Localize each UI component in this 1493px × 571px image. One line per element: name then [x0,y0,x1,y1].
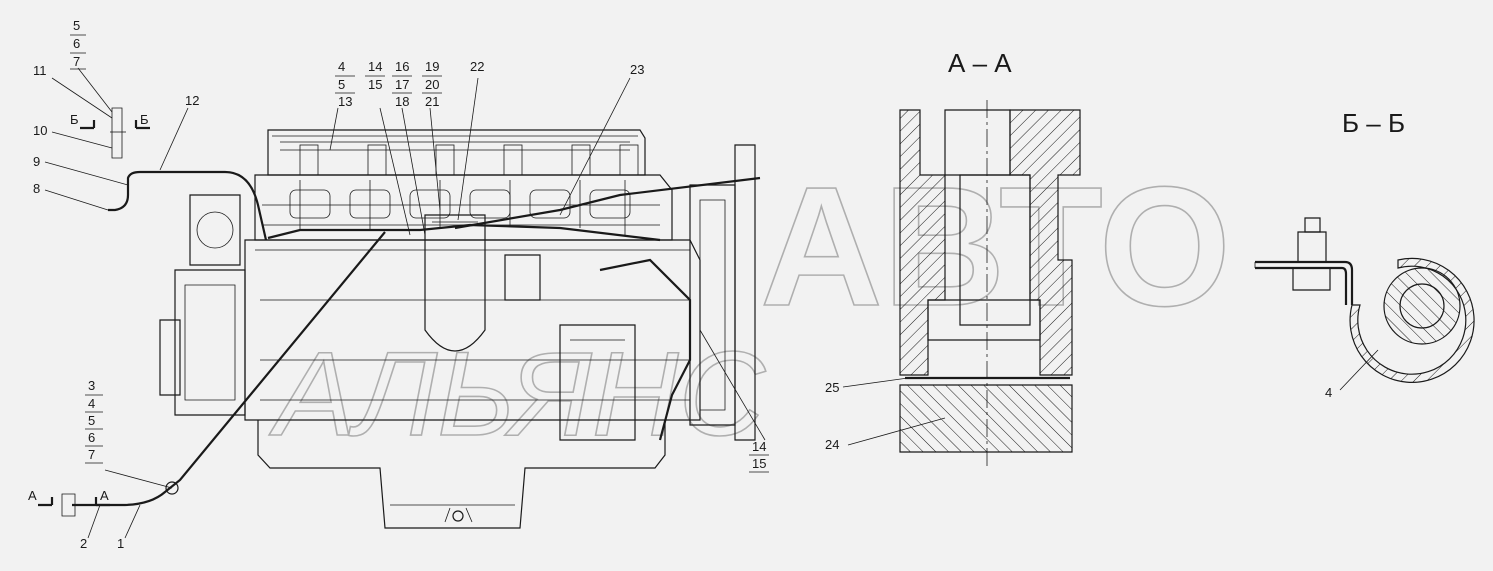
callout-25: 25 [825,380,839,395]
callout-7-top: 7 [73,54,80,69]
callout-9: 9 [33,154,40,169]
cut-mark-b-right: Б [140,112,149,127]
callout-14-top: 14 [368,59,382,74]
cut-marks: Б Б А А [28,112,150,507]
callout-7-lower: 7 [88,447,95,462]
section-aa-view [899,100,1081,470]
watermark-line2: АЛЬЯНС [269,327,766,461]
callout-13: 13 [338,94,352,109]
callout-14-bottom: 14 [752,439,766,454]
callout-22: 22 [470,59,484,74]
engine-view [61,107,761,529]
callout-1: 1 [117,536,124,551]
watermark-line1: АВТО [760,152,1231,342]
callout-8: 8 [33,181,40,196]
callout-4-group: 4 [338,59,345,74]
callout-21: 21 [425,94,439,109]
cut-mark-b-left: Б [70,112,79,127]
callout-6-top: 6 [73,36,80,51]
watermark: АВТО АЛЬЯНС [268,151,1232,462]
callout-17: 17 [395,77,409,92]
callout-10: 10 [33,123,47,138]
callout-3: 3 [88,378,95,393]
callout-5-top: 5 [73,18,80,33]
callout-15-top: 15 [368,77,382,92]
callout-5-lower: 5 [88,413,95,428]
leader-lines [44,67,1379,539]
callout-11: 11 [33,63,47,78]
cut-mark-a-right: А [100,488,109,503]
cut-mark-a-left: А [28,488,37,503]
callout-15-bottom: 15 [752,456,766,471]
section-title-aa: А – А [948,48,1012,78]
section-bb-view [1254,217,1475,383]
callouts: 5 6 7 11 12 10 9 8 4 5 13 14 15 16 17 18… [33,18,1332,551]
callout-16: 16 [395,59,409,74]
callout-4-lower: 4 [88,396,95,411]
callout-12: 12 [185,93,199,108]
callout-5-group: 5 [338,77,345,92]
callout-20: 20 [425,77,439,92]
callout-4-bb: 4 [1325,385,1332,400]
callout-6-lower: 6 [88,430,95,445]
callout-23: 23 [630,62,644,77]
callout-19: 19 [425,59,439,74]
callout-18: 18 [395,94,409,109]
callout-2: 2 [80,536,87,551]
section-title-bb: Б – Б [1342,108,1405,138]
callout-24: 24 [825,437,839,452]
